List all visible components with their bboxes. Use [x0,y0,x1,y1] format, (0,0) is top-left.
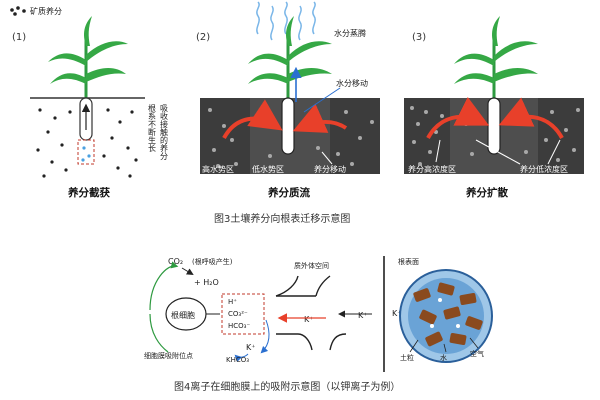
low-zone-label: 低水势区 [252,164,284,174]
evaporation-icon [256,1,316,41]
nutrient-dots-icon [10,6,26,16]
panel-number: (1) [12,32,26,43]
root-tip [281,97,295,155]
co2-label: CO₂ [168,257,183,266]
ion-co3: CO₃²⁻ [228,310,248,318]
nutrient-move-label: 养分移动 [314,164,346,174]
respiration-label: (根呼吸产生) [192,257,233,266]
fig4-ion-adsorption: CO₂ (根呼吸产生) + H₂O 根细胞 H⁺ CO₃²⁻ HCO₃⁻ K⁺ … [144,256,493,372]
panel-caption: 养分扩散 [465,186,508,199]
k-mid-label: K⁺ [304,315,313,324]
panel-caption: 养分截获 [67,186,110,199]
ion-hco3: HCO₃⁻ [228,322,250,330]
apoplast-channels [275,275,347,351]
h2o-label: + H₂O [194,278,219,287]
k-right-label: K⁺ [358,311,367,320]
water-move-pointer [303,87,341,113]
air-label: 空气 [470,349,484,358]
flow-arrow-left [222,99,283,140]
plant-icon [248,16,332,98]
panel-interception: (1) 根系不断生长 吸收接触的养分 [12,16,169,199]
side-label-growing: 根系不断生长 [148,103,157,153]
root-surface-label: 根表面 [398,257,419,266]
plant-icon [454,16,538,98]
fig4-title: 图4离子在细胞膜上的吸附示意图（以钾离子为例） [174,380,400,393]
panel-number: (3) [412,32,426,43]
soil-particle-label: 土粒 [400,353,414,362]
side-label-absorb: 吸收接触的养分 [160,104,169,161]
fig3-title: 图3土壤养分向根表迁移示意图 [214,212,350,225]
panel-diffusion: (3) 养分高浓度区 养分低浓度区 养分扩散 [404,16,584,199]
ion-box [221,293,265,335]
legend: 矿质养分 [10,6,62,16]
apoplast-label: 质外体空间 [294,261,329,270]
legend-label: 矿质养分 [30,6,62,16]
plant-icon [48,16,128,98]
k-right2-label: K⁺ [392,309,401,318]
panel-caption: 养分质流 [267,186,310,199]
panel-number: (2) [196,32,210,43]
high-conc-label: 养分高浓度区 [408,164,456,174]
soil-aggregate-icon [399,269,493,363]
water-label: 水 [440,353,447,362]
cell-label: 根细胞 [171,310,195,320]
low-conc-label: 养分低浓度区 [520,164,568,174]
high-zone-label: 高水势区 [202,164,234,174]
evaporation-label: 水分蒸腾 [334,28,366,38]
root-tip [77,97,95,165]
soil-nutrient-dots [36,108,138,178]
diffusion-arrow-left [426,96,490,140]
flow-arrow-right [292,103,348,133]
root-tip [487,97,501,155]
k-left-label: K⁺ [246,343,255,352]
diffusion-arrow-right [498,97,564,140]
membrane-site-label: 细胞膜吸附位点 [144,351,193,360]
ion-h: H⁺ [228,298,237,306]
khco3-label: KHCO₃ [226,356,249,364]
water-move-label: 水分移动 [336,78,368,88]
panel-mass-flow: (2) 水分蒸腾 [196,1,380,199]
